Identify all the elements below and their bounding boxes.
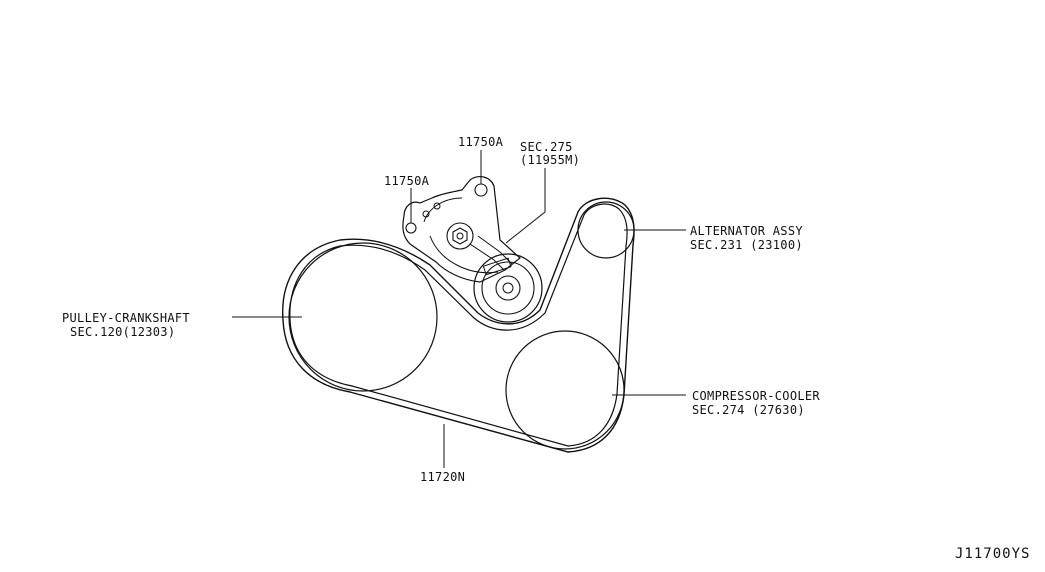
alternator-section: SEC.231 (23100) [690, 238, 803, 252]
diagram-reference: J11700YS [955, 546, 1030, 562]
compressor-label: COMPRESSOR-COOLER [692, 389, 820, 403]
drive-belt [282, 197, 635, 453]
belt-label: 11720N [420, 470, 465, 484]
compressor-pulley [505, 330, 625, 450]
compressor-section: SEC.274 (27630) [692, 403, 805, 417]
belt-tensioner [402, 176, 543, 323]
pulley-crankshaft-section: SEC.120(12303) [70, 325, 175, 339]
alternator-label: ALTERNATOR ASSY [690, 224, 803, 238]
tensioner-section-label: SEC.275 [520, 140, 573, 154]
tensioner-bolt-left-label: 11750A [384, 174, 430, 188]
tensioner-bolt-upper-label: 11750A [458, 135, 504, 149]
tensioner-part-label: (11955M) [520, 153, 580, 167]
pulley-crankshaft-label: PULLEY-CRANKSHAFT [62, 311, 190, 325]
leader-lines [232, 150, 686, 468]
crankshaft-pulley [288, 242, 438, 392]
